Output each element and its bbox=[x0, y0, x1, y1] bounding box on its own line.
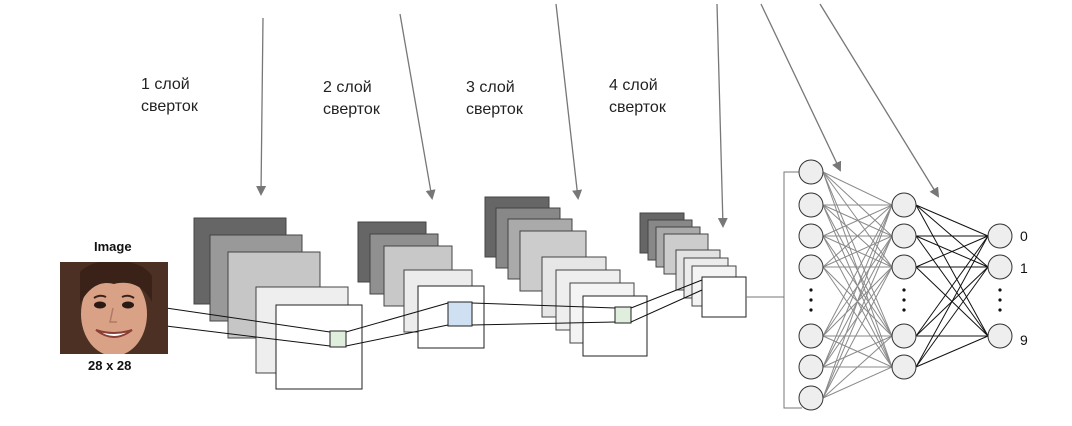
fc-edge bbox=[822, 335, 893, 368]
arrow bbox=[256, 17, 267, 196]
connection-line bbox=[345, 302, 449, 333]
neuron bbox=[891, 354, 917, 380]
fc-edge bbox=[822, 235, 893, 268]
ellipsis-dot bbox=[998, 308, 1002, 312]
label-arrows bbox=[256, 3, 940, 228]
kernel-box bbox=[447, 301, 473, 327]
ellipsis-dot bbox=[809, 308, 813, 312]
neuron bbox=[798, 254, 824, 280]
fc-edge bbox=[915, 266, 989, 368]
output-label-9: 9 bbox=[1020, 332, 1028, 348]
output-neuron bbox=[987, 323, 1013, 349]
fc-neurons bbox=[798, 159, 1013, 411]
fc-layer-bracket bbox=[783, 171, 802, 409]
fc-edge bbox=[822, 204, 893, 268]
fc-edge bbox=[822, 204, 893, 368]
neuron bbox=[891, 323, 917, 349]
fc-edge bbox=[822, 266, 893, 399]
neuron bbox=[798, 354, 824, 380]
connection-line bbox=[165, 307, 331, 333]
fc-edge bbox=[915, 204, 989, 237]
fc-edge bbox=[915, 204, 989, 337]
output-neuron bbox=[987, 254, 1013, 280]
ellipsis-dot bbox=[809, 298, 813, 302]
ellipsis-dot bbox=[902, 308, 906, 312]
ellipsis-dot bbox=[998, 288, 1002, 292]
connection-line bbox=[345, 324, 449, 347]
fc-edge bbox=[822, 204, 893, 337]
ellipsis-dot bbox=[998, 298, 1002, 302]
layer-4-label-line2: сверток bbox=[609, 99, 666, 116]
layer-2-label: 2 слой сверток bbox=[323, 77, 380, 121]
connection-line bbox=[471, 321, 616, 326]
layer-2-label-line2: сверток bbox=[323, 101, 380, 118]
connection-line bbox=[630, 289, 703, 323]
fc-edge bbox=[822, 235, 893, 399]
neuron bbox=[891, 223, 917, 249]
arrow bbox=[760, 3, 842, 172]
neuron bbox=[798, 323, 824, 349]
fc-edge bbox=[915, 235, 989, 337]
feature-map bbox=[275, 304, 363, 390]
layer-3-label-line2: сверток bbox=[466, 101, 523, 118]
output-neuron bbox=[987, 223, 1013, 249]
connection-line bbox=[630, 279, 703, 309]
ellipsis-dot bbox=[902, 288, 906, 292]
neuron bbox=[891, 254, 917, 280]
receptive-field-lines bbox=[165, 279, 784, 347]
fc-edge bbox=[822, 366, 893, 399]
input-size: 28 x 28 bbox=[88, 358, 132, 373]
feature-maps-layer-1 bbox=[193, 217, 363, 390]
neuron bbox=[798, 192, 824, 218]
arrow bbox=[399, 13, 436, 200]
output-label-0: 0 bbox=[1020, 228, 1028, 244]
feature-map bbox=[701, 276, 747, 318]
layer-1-label: 1 слой сверток bbox=[141, 74, 198, 118]
neuron bbox=[798, 159, 824, 185]
fc-connections bbox=[822, 171, 989, 399]
kernel-box bbox=[614, 306, 632, 324]
connection-line bbox=[165, 325, 331, 347]
face-photo bbox=[60, 262, 168, 354]
arrow bbox=[819, 3, 940, 198]
neuron bbox=[798, 223, 824, 249]
layer-2-label-line1: 2 слой bbox=[323, 79, 372, 96]
fc-edge bbox=[822, 171, 893, 206]
fc-edge bbox=[915, 335, 989, 368]
fc-edge bbox=[822, 204, 893, 237]
layer-1-label-line1: 1 слой bbox=[141, 76, 190, 93]
fc-edge bbox=[915, 235, 989, 368]
layer-3-label-line1: 3 слой bbox=[466, 79, 515, 96]
output-label-1: 1 bbox=[1020, 260, 1028, 276]
neuron bbox=[891, 192, 917, 218]
layer-4-label-line1: 4 слой bbox=[609, 77, 658, 94]
arrow bbox=[555, 3, 583, 200]
fc-edge bbox=[822, 335, 893, 399]
ellipsis-dot bbox=[809, 288, 813, 292]
input-title: Image bbox=[94, 239, 132, 254]
feature-maps-layer-3 bbox=[484, 196, 648, 357]
fc-edge bbox=[822, 171, 893, 337]
connection-line bbox=[471, 302, 616, 309]
layer-4-label: 4 слой сверток bbox=[609, 75, 666, 119]
ellipsis-dot bbox=[902, 298, 906, 302]
feature-maps-layer-2 bbox=[357, 221, 485, 349]
fc-edge bbox=[915, 235, 989, 268]
fc-edge bbox=[822, 171, 893, 268]
feature-maps-layer-4 bbox=[639, 212, 747, 318]
layer-3-label: 3 слой сверток bbox=[466, 77, 523, 121]
fc-edge bbox=[822, 204, 893, 399]
neuron bbox=[798, 385, 824, 411]
fc-edge bbox=[822, 171, 893, 237]
arrow bbox=[716, 3, 728, 228]
kernel-box bbox=[329, 330, 347, 348]
layer-1-label-line2: сверток bbox=[141, 98, 198, 115]
